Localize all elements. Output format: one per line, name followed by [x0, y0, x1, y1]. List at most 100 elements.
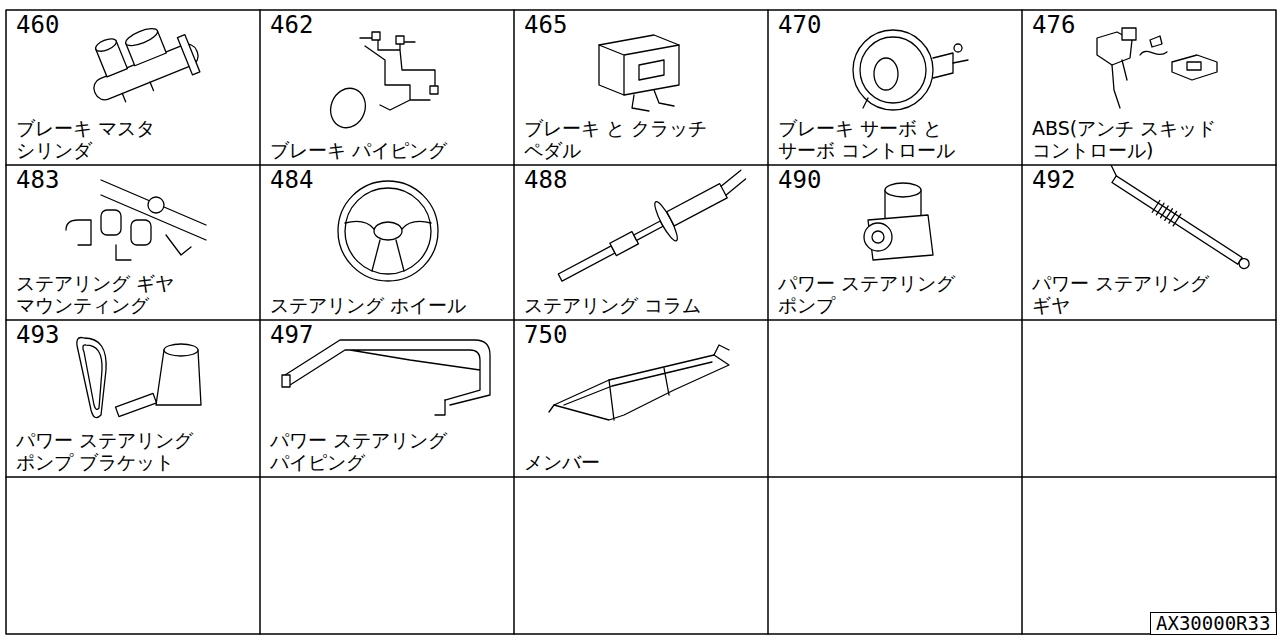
grid-lines-part — [6, 476, 1276, 478]
pedal-figure-part — [599, 35, 679, 95]
grid-lines-part — [259, 10, 261, 634]
callout-number: 476 — [1032, 11, 1075, 39]
gear-mounting-figure-part — [116, 235, 191, 260]
part-group-name: パワー ステアリング ポンプ — [778, 272, 978, 316]
abs-figure-part — [1187, 62, 1201, 70]
steering-wheel-figure-part — [374, 222, 402, 240]
ps-gear-figure-part-part — [1237, 257, 1251, 271]
gear-mounting-figure-part — [148, 197, 164, 213]
part-group-name: ブレーキ パイピング — [270, 139, 447, 161]
part-group-name: ブレーキ と クラッチ ペダル — [524, 117, 724, 161]
ps-gear-figure-part-part — [1112, 176, 1242, 264]
steering-wheel-figure — [338, 181, 438, 281]
ps-gear-figure-part-part — [1152, 201, 1181, 226]
abs-figure-part — [1140, 51, 1167, 55]
steering-wheel-figure-part — [345, 188, 431, 274]
master-cylinder-figure-part-part — [150, 82, 153, 90]
ps-piping-figure-part — [282, 375, 290, 387]
pedal-figure-part — [632, 90, 674, 111]
abs-figure-part — [1172, 55, 1217, 80]
brake-servo-figure — [853, 30, 968, 110]
steering-wheel-figure-part — [338, 181, 438, 281]
ps-piping-figure — [282, 340, 490, 415]
callout-number: 493 — [16, 321, 59, 349]
catalog-cell: 483 ステアリング ギヤ マウンティング — [6, 165, 260, 320]
part-group-name: ステアリング ホイール — [270, 294, 466, 316]
grid-lines-part — [767, 10, 769, 634]
pump-bracket-figure-part — [77, 338, 106, 418]
catalog-cell: 488 ステアリング コラム — [514, 165, 768, 320]
master-cylinder-figure-part — [78, 10, 204, 111]
member-figure-part — [549, 345, 729, 420]
callout-number: 462 — [270, 11, 313, 39]
grid-lines-part — [1021, 10, 1023, 634]
grid-lines — [6, 10, 1276, 634]
part-group-name: パワー ステアリング ポンプ ブラケット — [16, 429, 216, 473]
catalog-cell: 490 パワー ステアリング ポンプ — [768, 165, 1022, 320]
brake-piping-figure-part — [430, 86, 438, 94]
callout-number: 465 — [524, 11, 567, 39]
pump-bracket-figure — [77, 338, 201, 418]
ps-gear-figure-part-part — [1108, 165, 1120, 175]
callout-number: 490 — [778, 166, 821, 194]
ps-gear-figure — [1102, 165, 1254, 272]
grid-lines-part — [6, 319, 1276, 321]
abs-figure-part — [1112, 60, 1127, 108]
callout-number: 483 — [16, 166, 59, 194]
catalog-cell: 484 ステアリング ホイール — [260, 165, 514, 320]
grid-lines-part — [513, 10, 515, 634]
ps-pump-figure — [864, 183, 933, 260]
abs-figure-part — [1122, 28, 1136, 40]
brake-piping-figure-part — [325, 83, 371, 132]
gear-mounting-figure-part — [101, 210, 121, 235]
brake-servo-figure-part — [853, 30, 933, 110]
grid-lines-part — [6, 10, 1276, 634]
steering-wheel-figure-part — [345, 221, 431, 271]
brake-piping-figure-part — [396, 36, 404, 44]
steering-column-figure-part-part — [558, 246, 615, 281]
ps-piping-figure-part — [435, 400, 445, 415]
pedal-figure — [599, 35, 679, 111]
brake-servo-figure-part — [953, 60, 968, 63]
part-group-name: ブレーキ マスタ シリンダ — [16, 117, 196, 161]
brake-servo-figure-part — [860, 37, 926, 103]
abs-figure-part — [1150, 36, 1162, 47]
callout-number: 460 — [16, 11, 59, 39]
catalog-cell: 460 ブレーキ マスタ シリンダ — [6, 10, 260, 165]
brake-piping-figure-part — [360, 38, 435, 110]
pump-bracket-figure-part — [164, 344, 198, 356]
part-group-name: メンバー — [524, 451, 600, 473]
grid-lines-part — [6, 164, 1276, 166]
member-figure — [549, 345, 729, 420]
part-group-name: ステアリング ギヤ マウンティング — [16, 272, 216, 316]
callout-number: 750 — [524, 321, 567, 349]
steering-column-figure-part-part — [667, 184, 727, 226]
gear-mounting-figure-part — [66, 220, 91, 245]
catalog-cell: 470 ブレーキ サーボ と サーボ コントロール — [768, 10, 1022, 165]
ps-pump-figure-part — [864, 223, 892, 251]
brake-servo-figure-part — [954, 44, 962, 52]
abs-figure — [1097, 28, 1217, 108]
gear-mounting-figure-part — [101, 180, 206, 240]
catalog-cell: 462 ブレーキ パイピング — [260, 10, 514, 165]
brake-servo-figure-part — [863, 98, 868, 108]
brake-piping-figure-part — [372, 32, 380, 40]
callout-number: 488 — [524, 166, 567, 194]
drawing-code-box: AX30000R33 — [1150, 612, 1277, 635]
steering-column-figure-part-part — [719, 170, 748, 195]
steering-column-figure-part — [550, 160, 756, 297]
pedal-figure-part — [599, 45, 679, 95]
part-group-name: ABS(アンチ スキッド コントロール) — [1032, 117, 1247, 161]
catalog-cell: 493 パワー ステアリング ポンプ ブラケット — [6, 320, 260, 477]
part-group-name: ブレーキ サーボ と サーボ コントロール — [778, 117, 978, 161]
catalog-cell: 750 メンバー — [514, 320, 768, 477]
callout-number: 484 — [270, 166, 313, 194]
part-group-name: ステアリング コラム — [524, 294, 701, 316]
steering-column-figure-part-part — [634, 221, 663, 240]
pump-bracket-figure-part — [83, 345, 102, 410]
part-group-name: パワー ステアリング パイピング — [270, 429, 470, 473]
master-cylinder-figure-part-part — [94, 36, 118, 54]
callout-number: 470 — [778, 11, 821, 39]
